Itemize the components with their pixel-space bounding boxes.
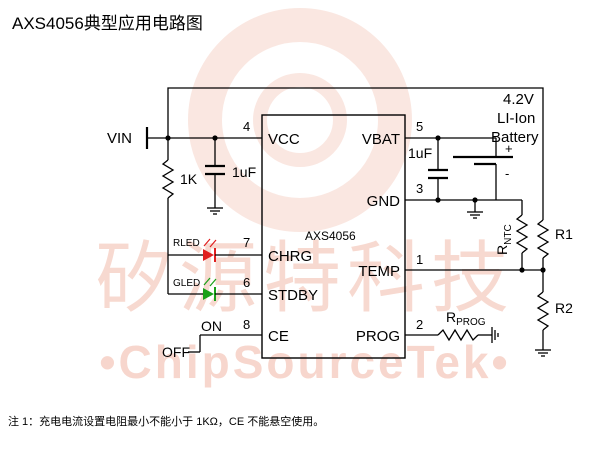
vin-label: VIN <box>107 130 132 147</box>
resistor-1k <box>161 159 175 199</box>
pin-number-vcc: 4 <box>243 119 250 134</box>
rntc-label: RNTC <box>494 224 514 255</box>
rntc-label-main: R <box>494 245 510 255</box>
pin-number-gnd: 3 <box>416 181 423 196</box>
battery-type: LI-Ion <box>497 110 535 127</box>
battery-word: Battery <box>491 129 539 146</box>
diagram-title: AXS4056典型应用电路图 <box>12 14 203 33</box>
watermark-cn-text: 矽源特科技 <box>95 234 515 322</box>
chip-body <box>261 114 406 359</box>
resistor-rprog <box>437 328 479 342</box>
resistor-r1 <box>536 219 550 259</box>
junction-temp-ntc <box>519 267 525 273</box>
pin-number-prog: 2 <box>416 317 423 332</box>
ground-icon-r2 <box>535 349 551 357</box>
pin-number-vbat: 5 <box>416 119 423 134</box>
resistor-rntc <box>515 214 529 254</box>
rprog-label-main: R <box>446 309 456 325</box>
pin-label-temp: TEMP <box>358 263 400 280</box>
green-led-label: GLED <box>173 278 200 289</box>
cap-out-label: 1uF <box>408 145 432 161</box>
pin-label-vcc: VCC <box>268 131 300 148</box>
battery-plus: + <box>505 141 513 156</box>
pin-label-ce: CE <box>268 328 289 345</box>
r2-label: R2 <box>555 300 573 316</box>
watermark-en-text: •ChipSourceTek• <box>99 336 510 388</box>
r1-label: R1 <box>555 226 573 242</box>
pin-label-stdby: STDBY <box>268 287 318 304</box>
chip-name: AXS4056 <box>305 229 356 243</box>
ground-icon-battery <box>467 211 483 219</box>
footnote: 注 1：充电电流设置电阻最小不能小于 1KΩ，CE 不能悬空使用。 <box>8 414 324 428</box>
pin-label-vbat: VBAT <box>362 131 400 148</box>
pin-label-chrg: CHRG <box>268 248 312 265</box>
red-led-label: RLED <box>173 238 200 249</box>
battery-minus: - <box>505 166 509 181</box>
pin-number-ce: 8 <box>243 317 250 332</box>
watermark: 矽源特科技 •ChipSourceTek• <box>95 8 515 388</box>
rprog-label-sub: PROG <box>456 317 486 328</box>
ground-icon-prog <box>491 327 499 343</box>
battery-voltage: 4.2V <box>503 91 534 108</box>
cap-in-label: 1uF <box>232 164 256 180</box>
rntc-label-sub: NTC <box>503 224 514 245</box>
ce-off-label: OFF <box>162 344 190 360</box>
resistor-1k-label: 1K <box>180 171 198 187</box>
pin-label-prog: PROG <box>356 328 400 345</box>
pin-label-gnd: GND <box>367 193 401 210</box>
pin-number-stdby: 6 <box>243 275 250 290</box>
watermark-logo-inner <box>253 73 347 167</box>
pin-number-chrg: 7 <box>243 235 250 250</box>
ground-icon <box>207 207 223 215</box>
ce-on-label: ON <box>201 318 222 334</box>
resistor-r2 <box>536 291 550 331</box>
watermark-logo-ring <box>188 8 412 232</box>
rprog-label: RPROG <box>446 309 486 328</box>
pin-number-temp: 1 <box>416 252 423 267</box>
